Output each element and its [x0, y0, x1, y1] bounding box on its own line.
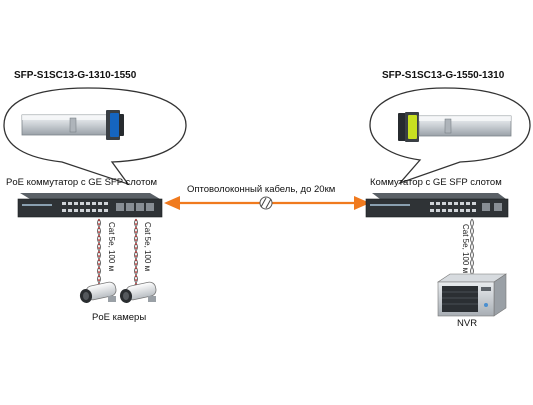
fiber-link — [164, 196, 370, 210]
nvr-icon — [437, 273, 507, 317]
left-switch-label: PoE коммутатор с GE SFP слотом — [6, 177, 158, 188]
poe-cameras-label: PoE камеры — [92, 312, 147, 323]
left-callout-bubble — [3, 87, 187, 186]
right-sfp-callout — [369, 87, 531, 185]
fiber-break-icon — [259, 196, 273, 210]
left-sfp-callout — [3, 87, 187, 186]
fiber-arrow-left-icon — [164, 196, 180, 210]
left-sfp-module-icon — [21, 110, 124, 140]
right-switch-label: Коммутатор с GE SFP слотом — [370, 177, 502, 188]
fiber-cable-label: Оптоволоконный кабель, до 20км — [187, 184, 336, 195]
left-cable-2-label: Cat 5e, 100 м — [143, 222, 152, 272]
right-copper-cable — [470, 218, 474, 276]
right-cable-label: Cat 5e, 100 м — [461, 224, 470, 274]
left-poe-switch-icon — [17, 193, 163, 218]
fiber-arrow-right-icon — [354, 196, 370, 210]
right-sfp-model-label: SFP-S1SC13-G-1550-1310 — [382, 70, 505, 81]
left-sfp-model-label: SFP-S1SC13-G-1310-1550 — [14, 70, 137, 81]
poe-camera-1-icon — [79, 281, 117, 303]
right-switch-icon — [365, 193, 509, 218]
nvr-label: NVR — [457, 318, 478, 329]
right-sfp-module-icon — [398, 112, 512, 142]
left-copper-cables — [96, 218, 139, 294]
poe-camera-2-icon — [119, 281, 157, 303]
left-cable-1-label: Cat 5e, 100 м — [107, 222, 116, 272]
